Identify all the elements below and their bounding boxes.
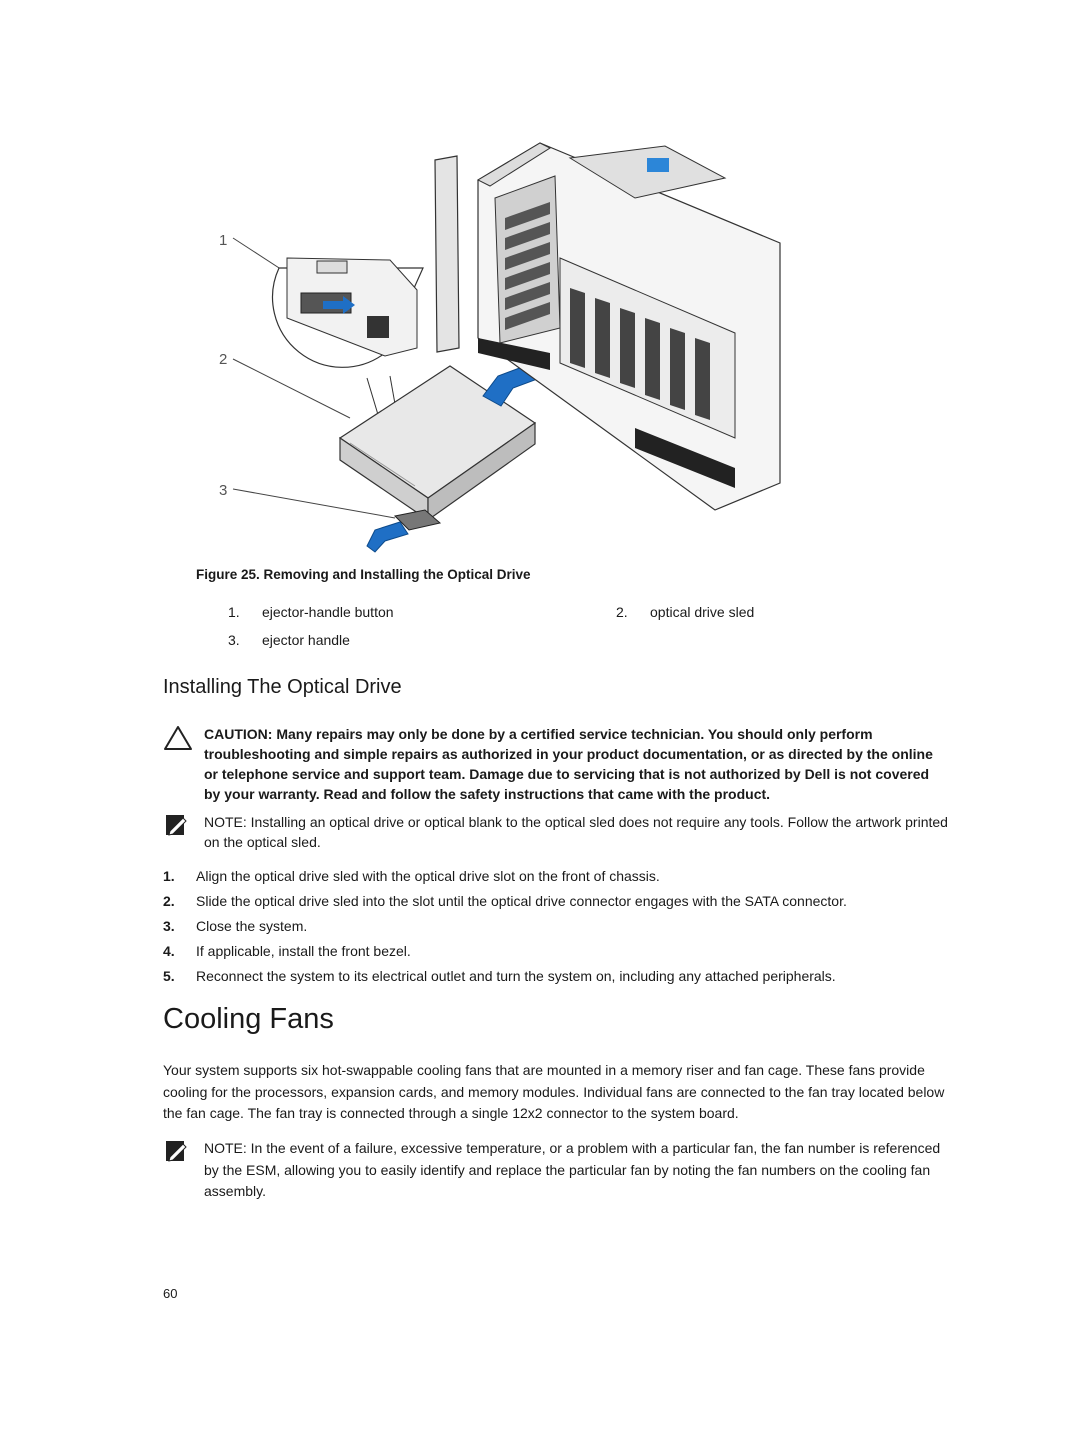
legend-label: ejector-handle button [262,604,394,620]
note-pencil-icon [163,1138,197,1168]
legend-item: 3. ejector handle [228,632,350,648]
note-body: Installing an optical drive or optical b… [204,814,948,850]
caution-text: CAUTION: Many repairs may only be done b… [204,726,933,802]
leader-line-2 [232,358,351,419]
note-text: NOTE: In the event of a failure, excessi… [204,1138,949,1203]
note-label: NOTE: [204,1140,247,1156]
note-text: NOTE: Installing an optical drive or opt… [204,812,949,852]
chapter-title: Cooling Fans [163,1003,334,1035]
installation-steps: 1. Align the optical drive sled with the … [163,866,953,991]
cooling-fans-paragraph: Your system supports six hot-swappable c… [163,1062,945,1121]
step-text: Reconnect the system to its electrical o… [196,968,836,984]
note-label: NOTE: [204,814,247,830]
legend-number: 3. [228,632,240,648]
caution-triangle-icon [163,724,197,754]
legend-item: 2. optical drive sled [616,604,754,620]
step-number: 2. [163,893,175,909]
section-heading: Installing The Optical Drive [163,676,402,698]
step-item: 1. Align the optical drive sled with the … [163,866,953,891]
note-body: In the event of a failure, excessive tem… [204,1140,941,1199]
optical-drive-figure: 1 2 3 [195,138,785,558]
callout-2: 2 [219,351,227,368]
step-item: 5. Reconnect the system to its electrical… [163,966,953,991]
step-item: 2. Slide the optical drive sled into the … [163,891,953,916]
step-number: 5. [163,968,175,984]
callout-1: 1 [219,232,227,249]
zoom-arrow-icon [323,296,355,314]
legend-label: ejector handle [262,632,350,648]
legend-number: 1. [228,604,240,620]
figure-caption: Figure 25. Removing and Installing the O… [196,567,531,582]
chassis-front [434,142,781,511]
optical-drive-sled [338,365,537,531]
handle-arrow-icon [366,521,409,553]
step-number: 3. [163,918,175,934]
zoom-detail-circle [272,257,424,489]
page-number: 60 [163,1286,178,1301]
note-pencil-icon [163,812,197,842]
legend-item: 1. ejector-handle button [228,604,394,620]
leader-line-3 [232,488,396,519]
server-chassis-illustration: 1 2 3 [219,142,781,553]
legend-number: 2. [616,604,628,620]
step-item: 3. Close the system. [163,916,953,941]
ejector-handle [393,509,442,531]
step-text: Align the optical drive sled with the op… [196,868,660,884]
step-item: 4. If applicable, install the front bezel… [163,941,953,966]
step-text: If applicable, install the front bezel. [196,943,411,959]
step-text: Slide the optical drive sled into the sl… [196,893,847,909]
legend-label: optical drive sled [650,604,755,620]
step-number: 1. [163,868,175,884]
callout-3: 3 [219,482,227,499]
step-text: Close the system. [196,918,308,934]
step-number: 4. [163,943,175,959]
